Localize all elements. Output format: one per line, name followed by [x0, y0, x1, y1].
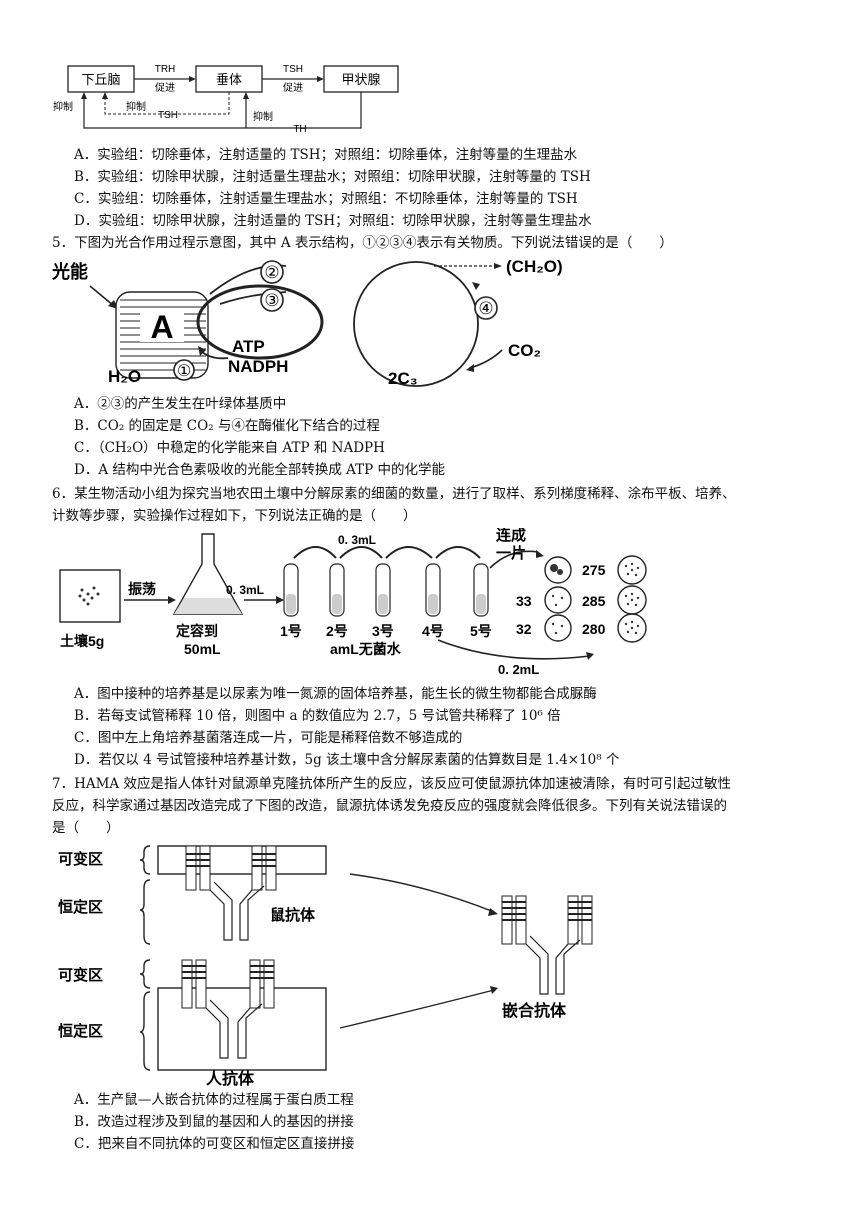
hypothalamus-box: 下丘脑 — [81, 72, 120, 87]
tsh-label-bottom: TSH — [158, 110, 178, 121]
inhibit-label-1: 抑制 — [126, 100, 146, 113]
q7-stem-line2: 反应，科学家通过基因改造完成了下图的改造，鼠源抗体诱发免疫反应的强度就会降低很多… — [52, 798, 727, 814]
mouse-antibody-label: 鼠抗体 — [270, 906, 316, 924]
q7-option-c[interactable]: C．把来自不同抗体的可变区和恒定区直接拼接 — [74, 1136, 355, 1152]
plate-count-275: 275 — [582, 562, 606, 578]
merged-label-1: 连成 — [496, 528, 526, 544]
substance-2: ② — [264, 263, 279, 282]
plate-merged — [544, 556, 572, 584]
plate-32 — [544, 614, 572, 642]
q7-option-a[interactable]: A．生产鼠—人嵌合抗体的过程属于蛋白质工程 — [74, 1092, 354, 1108]
test-tube-3 — [375, 563, 391, 617]
tube-label-1: 1号 — [280, 623, 302, 639]
volume-label-1: 0. 3mL — [226, 583, 264, 597]
sterile-water-label: amL无菌水 — [330, 641, 402, 657]
substance-1: ① — [177, 363, 191, 380]
plate-count-285: 285 — [582, 593, 606, 609]
hormone-feedback-diagram: 下丘脑 垂体 甲状腺 TRH 促进 TSH 促进 抑制 TSH 抑制 抑制 TH — [53, 64, 399, 135]
q5-option-a[interactable]: A．②③的产生发生在叶绿体基质中 — [74, 396, 287, 412]
inhibit-label-2: 抑制 — [53, 100, 73, 113]
q7-stem-line1: 7．HAMA 效应是指人体针对鼠源单克隆抗体所产生的反应，该反应可使鼠源抗体加速… — [52, 776, 731, 792]
q5-option-d[interactable]: D．A 结构中光合色素吸收的光能全部转换成 ATP 中的化学能 — [74, 462, 446, 478]
nadph-label: NADPH — [228, 357, 288, 376]
test-tube-2 — [329, 563, 345, 617]
trh-label: TRH — [155, 64, 176, 75]
tube-label-2: 2号 — [326, 623, 348, 639]
human-antibody-label: 人抗体 — [206, 1069, 255, 1086]
tube-label-5: 5号 — [470, 623, 492, 639]
test-tube-4 — [425, 563, 441, 617]
plate-275 — [617, 555, 647, 585]
constant-region-label-2: 恒定区 — [58, 1022, 103, 1040]
plate-count-280: 280 — [582, 621, 606, 637]
q6-option-c[interactable]: C．图中左上角培养基菌落连成一片，可能是稀释倍数不够造成的 — [74, 730, 463, 746]
q6-option-b[interactable]: B．若每支试管稀释 10 倍，则图中 a 的数值应为 2.7，5 号试管共稀释了… — [74, 708, 561, 724]
tsh-label-top: TSH — [283, 64, 303, 75]
q5-option-b[interactable]: B．CO₂ 的固定是 CO₂ 与④在酶催化下结合的过程 — [74, 418, 380, 434]
shake-label: 振荡 — [128, 581, 156, 597]
variable-region-label-1: 可变区 — [58, 850, 103, 868]
q4-option-d[interactable]: D．实验组：切除甲状腺，注射适量的 TSH；对照组：切除甲状腺，注射等量生理盐水 — [74, 213, 592, 229]
mouse-antibody — [157, 845, 327, 941]
q6-option-a[interactable]: A．图中接种的培养基是以尿素为唯一氮源的固体培养基，能生长的微生物都能合成脲酶 — [74, 686, 597, 702]
merged-label-2: 一片 — [496, 544, 526, 562]
atp-label: ATP — [232, 337, 265, 356]
carbohydrate-label: (CH₂O) — [506, 257, 563, 276]
flask-label-1: 定容到 — [176, 623, 218, 639]
q5-stem: 5．下图为光合作用过程示意图，其中 A 表示结构，①②③④表示有关物质。下列说法… — [52, 235, 673, 251]
soil-label: 土壤5g — [60, 633, 104, 649]
q6-option-d[interactable]: D．若仅以 4 号试管接种培养基计数，5g 该土壤中含分解尿素菌的估算数目是 1… — [74, 752, 620, 768]
variable-region-label-2: 可变区 — [58, 966, 103, 984]
plate-count-33: 33 — [516, 593, 532, 609]
test-tube-1 — [283, 563, 299, 617]
pituitary-box: 垂体 — [216, 72, 242, 87]
flask-label-2: 50mL — [184, 641, 221, 657]
photosynthesis-diagram: 光能 A ② ③ ATP NADPH H₂O ① (CH₂O) ④ CO₂ 2C… — [51, 257, 563, 388]
chimeric-antibody — [501, 895, 593, 995]
promote-label-2: 促进 — [283, 81, 303, 94]
tube-label-4: 4号 — [422, 623, 444, 639]
q7-option-b[interactable]: B．改造过程涉及到鼠的基因和人的基因的拼接 — [74, 1114, 354, 1130]
thyroid-box: 甲状腺 — [341, 72, 380, 87]
promote-label-1: 促进 — [155, 81, 175, 94]
light-energy-label: 光能 — [51, 261, 88, 282]
structure-a-label: A — [150, 309, 173, 345]
chimeric-antibody-label: 嵌合抗体 — [502, 1001, 567, 1020]
thylakoid-stack: A — [115, 291, 209, 379]
th-label: TH — [293, 124, 306, 135]
substance-4: ④ — [478, 299, 493, 318]
co2-label: CO₂ — [508, 341, 541, 360]
dilution-diagram: 土壤5g 振荡 定容到 50mL 0. 3mL 0. 3mL 1号 2号 3号 … — [59, 528, 647, 677]
tube-label-3: 3号 — [372, 623, 394, 639]
plate-33 — [544, 586, 572, 614]
q4-option-b[interactable]: B．实验组：切除甲状腺，注射适量生理盐水；对照组：切除甲状腺，注射等量的 TSH — [74, 169, 591, 185]
water-label: H₂O — [108, 367, 141, 386]
q5-option-c[interactable]: C．（CH₂O）中稳定的化学能来自 ATP 和 NADPH — [74, 440, 385, 456]
inhibit-label-3: 抑制 — [253, 110, 273, 123]
q7-stem-line3: 是（ ） — [52, 820, 120, 836]
substance-3: ③ — [264, 291, 279, 310]
q4-option-a[interactable]: A．实验组：切除垂体，注射适量的 TSH；对照组：切除垂体，注射等量的生理盐水 — [74, 147, 578, 163]
volume-label-3: 0. 2mL — [498, 662, 539, 677]
antibody-diagram: 可变区 恒定区 可变区 恒定区 鼠抗体 人抗体 嵌合抗体 — [58, 845, 593, 1086]
q4-option-c[interactable]: C．实验组：切除垂体，注射适量生理盐水；对照组：不切除垂体，注射等量的 TSH — [74, 191, 578, 207]
plate-count-32: 32 — [516, 621, 532, 637]
human-antibody — [157, 959, 327, 1071]
test-tube-5 — [473, 563, 489, 617]
c3-label: 2C₃ — [388, 369, 418, 388]
q6-stem-line1: 6．某生物活动小组为探究当地农田土壤中分解尿素的细菌的数量，进行了取样、系列梯度… — [52, 486, 736, 502]
plate-280 — [617, 613, 647, 643]
constant-region-label-1: 恒定区 — [58, 898, 103, 916]
q6-stem-line2: 计数等步骤，实验操作过程如下，下列说法正确的是（ ） — [52, 508, 417, 524]
volume-label-2: 0. 3mL — [338, 533, 376, 547]
